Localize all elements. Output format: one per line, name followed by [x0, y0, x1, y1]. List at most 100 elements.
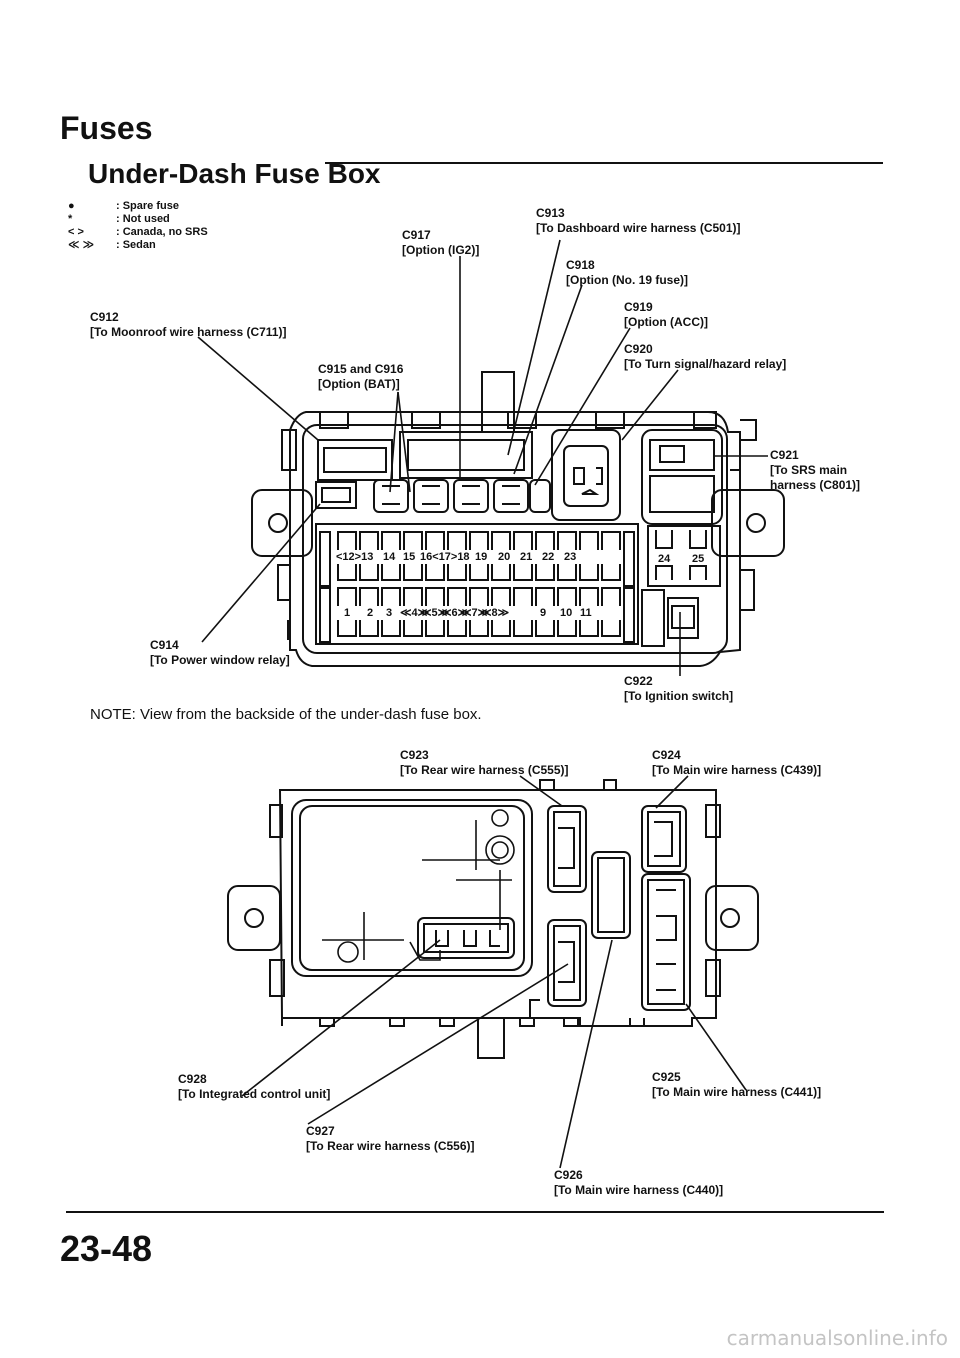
fuse-slot-lower — [337, 620, 357, 637]
callout-c923: C923[To Rear wire harness (C555)] — [400, 748, 569, 778]
bottom-box-internal-lines — [322, 809, 515, 963]
top-connectors — [315, 371, 723, 525]
fuse-slot-lower — [425, 620, 445, 637]
fuse-slot-upper — [447, 587, 467, 606]
page-number: 23-48 — [60, 1228, 153, 1269]
fuse-slot-upper — [403, 587, 423, 606]
fuse-slot-lower — [579, 620, 599, 637]
fuse-number-top: 23 — [564, 551, 576, 563]
callout-id: C917 — [402, 228, 431, 242]
callout-c920: C920[To Turn signal/hazard relay] — [624, 342, 786, 372]
callout-id: C925 — [652, 1070, 681, 1084]
legend-row: * : Not used — [68, 213, 208, 226]
callout-id: C912 — [90, 310, 119, 324]
callout-c928: C928[To Integrated control unit] — [178, 1072, 330, 1102]
fuse-slot-upper — [359, 531, 379, 550]
legend-symbol: < > — [68, 226, 84, 238]
callout-c913: C913[To Dashboard wire harness (C501)] — [536, 206, 741, 236]
callout-c919: C919[Option (ACC)] — [624, 300, 708, 330]
callout-id: C923 — [400, 748, 429, 762]
fuse-number-bottom: 2 — [367, 607, 373, 619]
fuse-number-bottom: 9 — [540, 607, 546, 619]
callout-desc: [To Dashboard wire harness (C501)] — [536, 221, 741, 235]
fuse-number-bottom: 1 — [344, 607, 350, 619]
callout-desc: [To Power window relay] — [150, 653, 290, 667]
fuse-slots-top — [337, 531, 621, 581]
bottom-fuse-box-outline — [227, 779, 759, 1059]
callout-id: C922 — [624, 674, 653, 688]
callout-desc: [To Main wire harness (C439)] — [652, 763, 822, 777]
fuse-slot-upper — [403, 531, 423, 550]
callout-id: C924 — [652, 748, 681, 762]
fuse-slot-upper — [381, 531, 401, 550]
fuse-slot-lower — [535, 564, 555, 581]
fuse-slot-lower — [557, 620, 577, 637]
fuse-slot-upper — [447, 531, 467, 550]
legend-row: < > : Canada, no SRS — [68, 226, 208, 239]
fuse-slot-upper — [557, 587, 577, 606]
fuse-panel — [315, 469, 741, 647]
leader-lines-bottom — [241, 775, 747, 1169]
legend: ●: Spare fuse * : Not used < > : Canada, n… — [68, 200, 208, 252]
fuse-number-bottom: ≪8≫ — [480, 607, 509, 619]
callout-id: C919 — [624, 300, 653, 314]
fuse-slot-lower — [381, 620, 401, 637]
fuse-slot-lower — [403, 620, 423, 637]
fuse-slot-upper — [535, 587, 555, 606]
fuse-slot-lower — [535, 620, 555, 637]
fuse-slot-upper — [601, 531, 621, 550]
callout-c915-c916: C915 and C916[Option (BAT)] — [318, 362, 403, 392]
legend-symbol: ● — [68, 200, 75, 212]
fuse-number-top: 14 — [383, 551, 396, 563]
fuse-slot-upper — [469, 587, 489, 606]
legend-row: ●: Spare fuse — [68, 200, 208, 213]
callout-desc: [Option (IG2)] — [402, 243, 480, 257]
fuse-slot-lower — [491, 620, 511, 637]
watermark: carmanualsonline.info — [726, 1326, 948, 1350]
legend-text: : Sedan — [116, 239, 156, 251]
callout-id: C918 — [566, 258, 595, 272]
fuse-slot-lower — [337, 564, 357, 581]
callout-id: C914 — [150, 638, 179, 652]
bottom-connectors — [417, 805, 691, 1011]
callout-c914: C914[To Power window relay] — [150, 638, 290, 668]
fuse-number-right: 24 — [658, 553, 671, 565]
fuse-number-top: 15 — [403, 551, 415, 563]
legend-text: : Canada, no SRS — [116, 226, 208, 238]
fuse-slot-lower — [469, 620, 489, 637]
callout-desc-2: harness (C801)] — [770, 478, 861, 492]
callout-id: C913 — [536, 206, 565, 220]
fuse-slot-lower — [557, 564, 577, 581]
fuse-slot-lower — [513, 564, 533, 581]
callout-desc: [To Main wire harness (C440)] — [554, 1183, 724, 1197]
fuse-number-top: 19 — [475, 551, 487, 563]
heading-rule — [325, 162, 883, 164]
fuse-slot-upper — [557, 531, 577, 550]
fuse-slot-upper — [425, 587, 445, 606]
fuse-slot-upper — [601, 587, 621, 606]
fuse-number-top: 21 — [520, 551, 532, 563]
fuse-slot-upper — [513, 587, 533, 606]
fuse-slot-upper — [469, 531, 489, 550]
legend-symbol: * — [68, 213, 73, 225]
fuse-slot-upper — [381, 587, 401, 606]
fuse-slot-lower — [447, 620, 467, 637]
fuse-number-bottom: ≪4≫ — [400, 607, 429, 619]
fuse-slot-lower — [491, 564, 511, 581]
legend-text: : Not used — [116, 213, 170, 225]
fuse-slot-upper — [535, 531, 555, 550]
fuse-number-bottom: ≪6≫ — [440, 607, 469, 619]
fuse-slot-lower — [425, 564, 445, 581]
fuse-number-right: 25 — [692, 553, 704, 565]
fuse-slot-lower — [447, 564, 467, 581]
fuse-number-bottom: 11 — [580, 607, 592, 619]
fuse-slot-upper — [491, 587, 511, 606]
fuse-number-top: 20 — [498, 551, 510, 563]
footer-rule — [66, 1211, 884, 1213]
callout-c918: C918[Option (No. 19 fuse)] — [566, 258, 688, 288]
callout-c924: C924[To Main wire harness (C439)] — [652, 748, 821, 778]
callout-desc: [Option (BAT)] — [318, 377, 400, 391]
callout-desc: [Option (No. 19 fuse)] — [566, 273, 688, 287]
